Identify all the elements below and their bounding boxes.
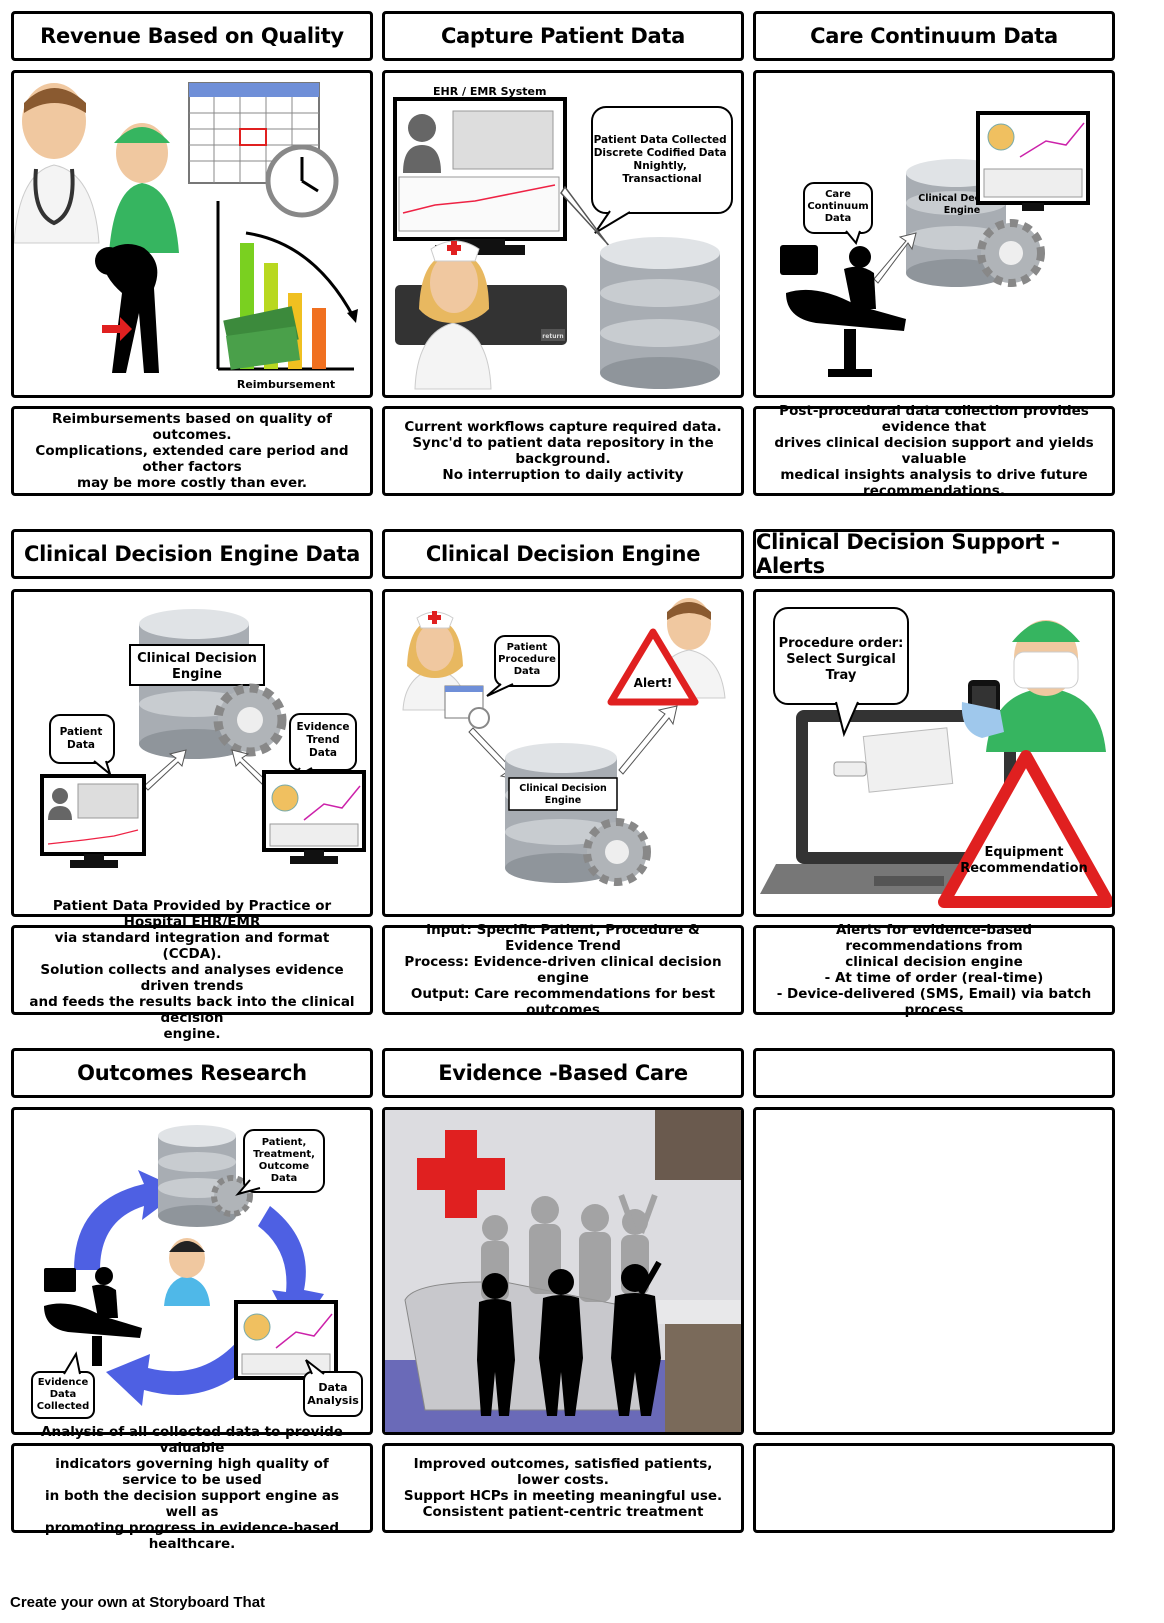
chart-monitor [262,770,366,864]
panel-8-image [382,1107,744,1435]
alert-label: Alert! [634,676,673,690]
storyboard-footer-link[interactable]: Create your own at Storyboard That [10,1594,266,1611]
panel-2-image: EHR / EMR System Patient Data Collected … [382,70,744,398]
panel-4-title: Clinical Decision Engine Data [11,529,373,579]
speech-bubble [49,714,115,777]
panel-1-description: Reimbursements based on quality of outco… [11,406,373,496]
panel-2-title: Capture Patient Data [382,11,744,61]
speech-bubble [486,635,560,697]
ehr-system-label: EHR / EMR System [433,85,546,98]
database-icon [158,1125,236,1227]
panel-2-description: Current workflows capture required data.… [382,406,744,496]
panel-7-title: Outcomes Research [11,1048,373,1098]
surgeon-figure [109,123,179,253]
reimbursement-chart [216,201,358,371]
database-icon [600,237,720,389]
panel-1-title: Revenue Based on Quality [11,11,373,61]
speech-bubble [773,607,909,738]
arrow-icon [873,232,917,284]
panel-5-description: Input: Specific Patient, Procedure & Evi… [382,922,744,1018]
gear-icon [213,683,287,757]
alert-icon [607,628,699,706]
chart-monitor [976,111,1090,211]
reimbursement-label: Reimbursement [237,378,335,391]
panel-1-image: Reimbursement [11,70,373,398]
patient-record-monitor [40,774,146,868]
speech-bubble [235,1129,325,1196]
patient-silhouette [103,244,159,373]
panel-4-description: Patient Data Provided by Practice or Hos… [11,898,373,1042]
alert-icon [938,750,1112,908]
gear-icon [977,219,1045,287]
researcher-avatar [164,1238,210,1306]
dental-chair-silhouette [780,245,906,377]
panel-8-description: Improved outcomes, satisfied patients, l… [382,1443,744,1533]
panel-3-description: Post-procedural data collection provides… [753,403,1115,499]
phone-icon [961,680,1004,738]
panel-5-title: Clinical Decision Engine [382,529,744,579]
panel-6-title: Clinical Decision Support - Alerts [753,529,1115,579]
people-silhouettes [477,1260,662,1416]
doctor-figure [14,83,100,244]
panel-9-description [753,1443,1115,1533]
speech-bubble [303,1359,363,1417]
speech-bubble [803,182,873,246]
chart-monitor [234,1300,338,1380]
svg-text:return: return [542,333,563,340]
arrow-icon [143,749,187,791]
panel-6-description: Alerts for evidence-based recommendation… [753,922,1115,1018]
surgeon-figure [986,620,1106,752]
panel-9-title [753,1048,1115,1098]
gear-icon [583,818,651,886]
panel-7-description: Analysis of all collected data to provid… [11,1424,373,1552]
panel-9-image [753,1107,1115,1435]
ehr-monitor [393,97,567,255]
dental-chair-silhouette [44,1267,142,1366]
speech-bubble [591,106,733,234]
clock-icon [468,707,490,729]
panel-3-title: Care Continuum Data [753,11,1115,61]
red-cross-icon [417,1130,505,1218]
clock-icon [265,144,339,218]
arrow-icon [618,705,678,775]
panel-8-title: Evidence -Based Care [382,1048,744,1098]
nurse-figure [414,240,492,390]
bubble-text: Patient Data Collected Discrete Codified… [594,134,731,185]
speech-bubble [31,1351,95,1419]
gear-icon [211,1175,253,1217]
pain-arrow-icon [102,317,132,341]
